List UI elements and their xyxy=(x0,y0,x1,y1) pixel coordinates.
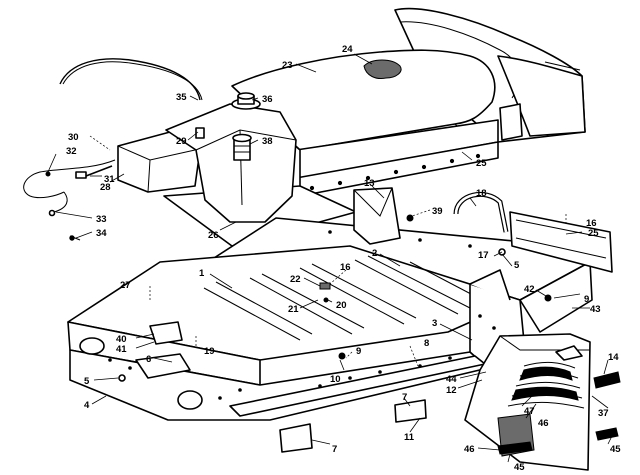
callout-28: 28 xyxy=(100,182,111,193)
callout-14: 14 xyxy=(608,352,619,363)
callout-45-bottom: 45 xyxy=(514,462,525,473)
callout-5-left: 5 xyxy=(84,376,90,387)
rear-grille-assembly xyxy=(464,333,621,471)
callout-41: 41 xyxy=(116,344,127,355)
callout-17: 17 xyxy=(478,250,489,261)
callout-25-flap: 25 xyxy=(588,228,599,239)
callout-25-seat: 25 xyxy=(476,158,487,169)
callout-labels: 1 2 3 4 5 5 6 7 7 8 9 9 10 11 12 13 14 1… xyxy=(66,44,621,473)
callout-43: 43 xyxy=(590,304,601,315)
callout-16-mid: 16 xyxy=(340,262,351,273)
callout-29: 29 xyxy=(176,136,187,147)
callout-47: 47 xyxy=(524,406,535,417)
callout-18: 18 xyxy=(476,188,487,199)
tunnel-belly-pan xyxy=(67,187,613,453)
callout-19: 19 xyxy=(204,346,215,357)
callout-8: 8 xyxy=(424,338,429,349)
callout-9-left: 9 xyxy=(356,346,361,357)
callout-38: 38 xyxy=(262,136,273,147)
seat-emblem-icon xyxy=(363,59,402,79)
callout-23: 23 xyxy=(282,60,293,71)
callout-11: 11 xyxy=(404,432,415,443)
callout-30: 30 xyxy=(68,132,79,143)
callout-5-right: 5 xyxy=(514,260,520,271)
callout-1: 1 xyxy=(199,268,205,279)
seat-assembly xyxy=(231,7,586,197)
callout-40: 40 xyxy=(116,334,127,345)
callout-42: 42 xyxy=(524,284,535,295)
callout-2: 2 xyxy=(372,248,377,259)
callout-37: 37 xyxy=(598,408,609,419)
callout-9-right: 9 xyxy=(584,294,589,305)
callout-6: 6 xyxy=(146,354,151,365)
callout-36: 36 xyxy=(262,94,273,105)
callout-7-bottom: 7 xyxy=(332,444,337,455)
callout-32: 32 xyxy=(66,146,77,157)
callout-7-mid: 7 xyxy=(402,392,407,403)
leader-lines xyxy=(47,53,613,463)
callout-22: 22 xyxy=(290,274,301,285)
callout-39: 39 xyxy=(432,206,443,217)
callout-46-bottom: 46 xyxy=(464,444,475,455)
callout-33: 33 xyxy=(96,214,107,225)
callout-10: 10 xyxy=(330,374,341,385)
callout-44: 44 xyxy=(446,374,457,385)
callout-45-right: 45 xyxy=(610,444,621,455)
callout-31: 31 xyxy=(104,174,115,185)
callout-4: 4 xyxy=(84,400,90,411)
callout-12: 12 xyxy=(446,385,457,396)
callout-35: 35 xyxy=(176,92,187,103)
callout-21: 21 xyxy=(288,304,299,315)
callout-3: 3 xyxy=(432,318,437,329)
wiring-harness xyxy=(23,159,116,241)
callout-46-mid: 46 xyxy=(538,418,549,429)
callout-20: 20 xyxy=(336,300,347,311)
callout-27: 27 xyxy=(120,280,131,291)
callout-13: 13 xyxy=(364,178,375,189)
callout-16-right: 16 xyxy=(586,218,597,229)
callout-34: 34 xyxy=(96,228,107,239)
callout-26: 26 xyxy=(208,230,219,241)
callout-24: 24 xyxy=(342,44,353,55)
